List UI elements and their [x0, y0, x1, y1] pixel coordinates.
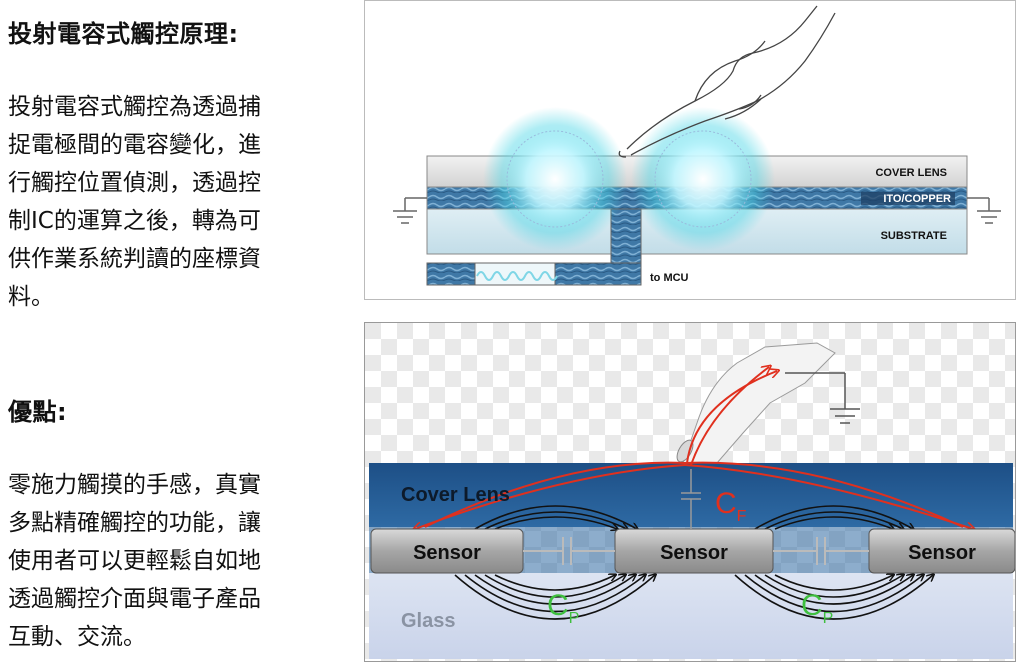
ground-right-icon	[967, 197, 1001, 224]
glow-right	[631, 107, 775, 251]
cp-label-right: CP	[801, 589, 833, 627]
principle-paragraph: 投射電容式觸控為透過捕 捉電極間的電容變化，進 行觸控位置偵測，透過控 制IC的…	[8, 88, 338, 316]
principle-line: 供作業系統判讀的座標資	[8, 246, 261, 272]
advantages-paragraph: 零施力觸摸的手感，真實 多點精確觸控的功能，讓 使用者可以更輕鬆自如地 透過觸控…	[8, 466, 338, 656]
sensor-label-mid: Sensor	[660, 542, 728, 564]
finger-field-lines	[415, 367, 973, 529]
ground-left-icon	[393, 197, 427, 224]
cf-label: CF	[715, 487, 747, 525]
ground-icon	[785, 372, 860, 424]
glass-label: Glass	[401, 610, 455, 632]
signal-wave	[476, 271, 558, 281]
capacitor-right-icon	[773, 537, 869, 565]
glass-band	[369, 573, 1013, 659]
principle-line: 投射電容式觸控為透過捕	[8, 94, 261, 120]
touch-layer-diagram: COVER LENS ITO/COPPER SUBSTRATE to MCU	[364, 0, 1016, 300]
advantages-heading: 優點:	[8, 398, 68, 426]
ito-label: ITO/COPPER	[883, 193, 951, 205]
principle-line: 料。	[8, 284, 54, 310]
field-arcs-top	[474, 505, 913, 529]
field-ring-right	[654, 130, 752, 228]
finger-sketch	[618, 5, 836, 158]
field-ring-left	[506, 130, 604, 228]
principle-line: 行觸控位置偵測，透過控	[8, 170, 261, 196]
mcu-label: to MCU	[650, 272, 689, 284]
advantages-line: 多點精確觸控的功能，讓	[8, 510, 261, 536]
capacitance-svg: Cover Lens Glass Sensor Sensor Sensor CF…	[365, 323, 1015, 661]
touch-layer-svg: COVER LENS ITO/COPPER SUBSTRATE to MCU	[365, 1, 1015, 299]
capacitor-left-icon	[523, 537, 615, 565]
advantages-line: 透過觸控介面與電子產品	[8, 586, 261, 612]
bottom-pad-right	[554, 262, 642, 286]
cover-lens-label: COVER LENS	[875, 167, 947, 179]
sensor-label-left: Sensor	[413, 542, 481, 564]
glow-left	[483, 107, 627, 251]
ito-label-bg	[861, 192, 955, 205]
capacitor-vertical-icon	[681, 469, 701, 529]
sensor-label-right: Sensor	[908, 542, 976, 564]
substrate-label: SUBSTRATE	[881, 230, 947, 242]
principle-line: 制IC的運算之後，轉為可	[8, 208, 261, 234]
advantages-line: 互動、交流。	[8, 624, 146, 650]
principle-line: 捉電極間的電容變化，進	[8, 132, 261, 158]
advantages-line: 零施力觸摸的手感，真實	[8, 472, 261, 498]
capacitance-field-diagram: Cover Lens Glass Sensor Sensor Sensor CF…	[364, 322, 1016, 662]
cover-lens-label: Cover Lens	[401, 484, 510, 506]
principle-heading: 投射電容式觸控原理:	[8, 20, 239, 48]
bottom-pad-left	[426, 262, 476, 286]
advantages-line: 使用者可以更輕鬆自如地	[8, 548, 261, 574]
cp-label-left: CP	[547, 589, 579, 627]
field-arcs-bottom	[454, 575, 933, 620]
